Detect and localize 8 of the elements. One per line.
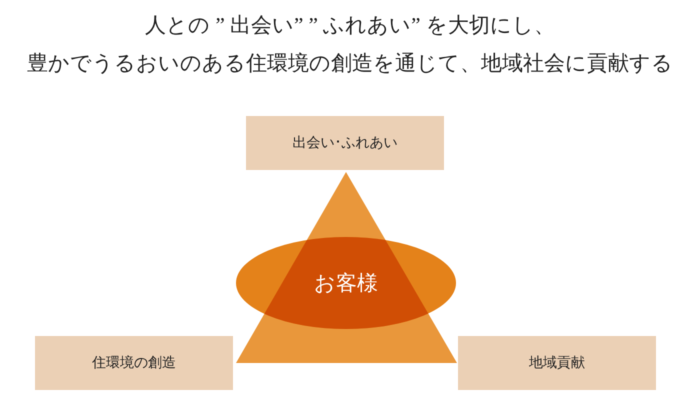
- node-label: 地域貢献: [529, 354, 585, 372]
- title: 人との ” 出会い” ” ふれあい” を大切にし、豊かでうるおいのある住環境の創造を通じて、地域社会に貢献する: [26, 12, 674, 77]
- node-label: 住環境の創造: [92, 354, 176, 372]
- node-label: お客様: [314, 270, 378, 297]
- label-box: [35, 336, 233, 390]
- label-box: [246, 116, 444, 170]
- label-box: [458, 336, 656, 390]
- node-label: 出会い･ふれあい: [292, 134, 398, 152]
